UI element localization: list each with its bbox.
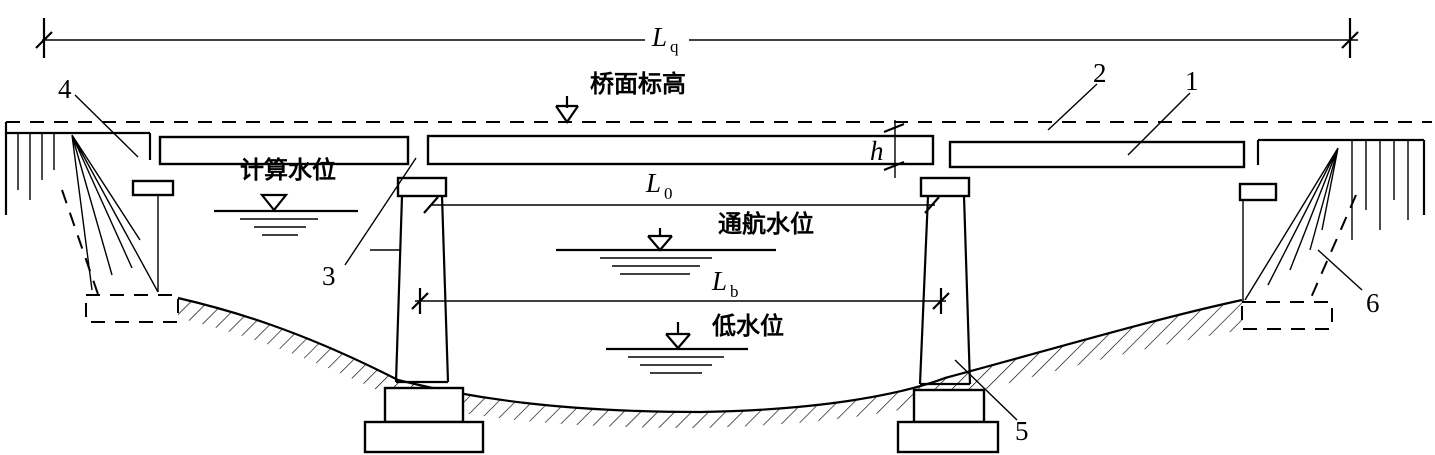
callout-3: 3 <box>322 157 417 291</box>
deck-elevation-symbol <box>555 96 579 124</box>
lq-symbol: L <box>651 22 667 52</box>
h-symbol: h <box>870 136 884 166</box>
svg-text:1: 1 <box>1185 66 1199 96</box>
left-pier <box>363 176 485 454</box>
navigation-water-level-label: 通航水位 <box>718 210 814 238</box>
deck-elevation-label: 桥面标高 <box>590 70 686 98</box>
right-abutment-bearing <box>1238 182 1278 202</box>
design-water-level-symbol <box>214 193 358 236</box>
design-water-level-label: 计算水位 <box>240 156 336 184</box>
navigation-water-level-symbol <box>556 228 776 275</box>
lb-subscript: b <box>730 282 739 301</box>
svg-text:6: 6 <box>1366 288 1380 318</box>
svg-text:4: 4 <box>58 74 72 104</box>
svg-text:2: 2 <box>1093 58 1107 88</box>
callout-4: 4 <box>58 74 139 158</box>
left-embankment <box>4 122 159 301</box>
svg-text:5: 5 <box>1015 416 1029 446</box>
low-water-level-label: 低水位 <box>711 312 784 340</box>
girder-span-3 <box>948 140 1246 169</box>
girder-span-2 <box>426 134 935 166</box>
river-bed-hatch <box>178 298 1242 428</box>
l0-symbol: L <box>645 168 661 198</box>
low-water-level-symbol <box>606 322 748 374</box>
girder-height-dimension: h <box>870 120 905 178</box>
clear-span-dimension: L 0 <box>423 168 940 214</box>
callout-2: 2 <box>1047 58 1107 131</box>
callout-1: 1 <box>1127 66 1199 156</box>
river-bed-line <box>177 296 1243 414</box>
span-dimension: L b <box>411 266 950 314</box>
left-abutment-bearing <box>131 179 175 197</box>
right-embankment <box>1242 138 1426 302</box>
lq-subscript: q <box>670 37 679 56</box>
lb-symbol: L <box>711 266 727 296</box>
right-pier <box>896 176 1000 454</box>
callout-6: 6 <box>1317 249 1380 318</box>
right-abutment-foundation <box>1241 301 1333 330</box>
girder-span-1 <box>158 135 410 166</box>
svg-text:3: 3 <box>322 261 336 291</box>
total-length-dimension: L q <box>35 18 1359 58</box>
l0-subscript: 0 <box>664 184 673 203</box>
callout-5: 5 <box>954 359 1029 446</box>
left-abutment-foundation <box>85 294 179 323</box>
